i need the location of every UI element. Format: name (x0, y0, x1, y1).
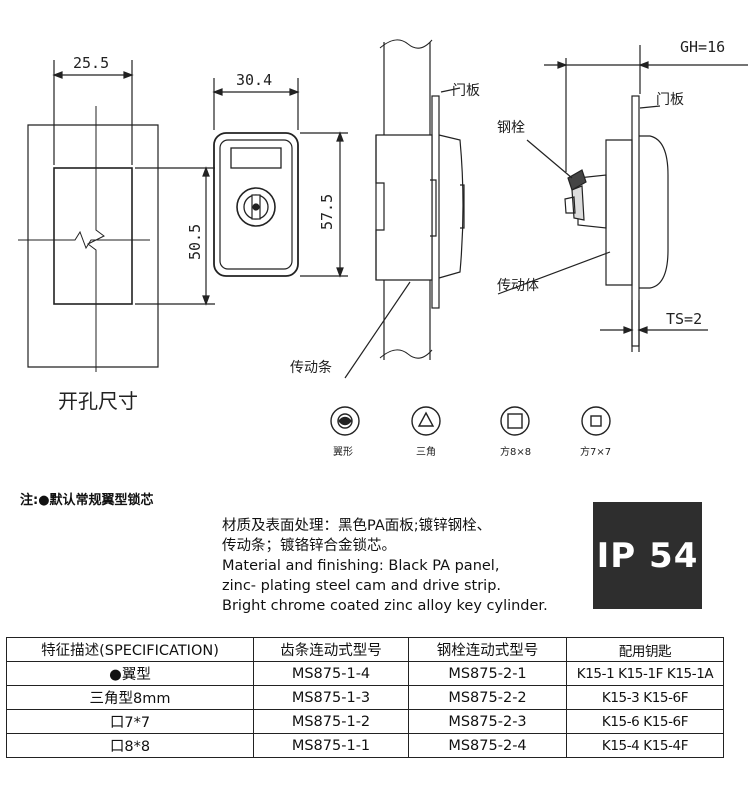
square-7-core-icon (581, 406, 611, 436)
front-height-dim: 57.5 (318, 194, 336, 230)
front-width-dim: 30.4 (236, 71, 272, 89)
core-label-square7: 方7×7 (580, 445, 611, 458)
cell-key: K15-1 K15-1F K15-1A (566, 661, 724, 686)
cell-rack-model: MS875-1-2 (253, 709, 409, 734)
cell-bolt-model: MS875-2-4 (408, 733, 567, 758)
cell-bolt-model: MS875-2-3 (408, 709, 567, 734)
header-rack-model: 齿条连动式型号 (253, 637, 409, 662)
ip-rating-badge: IP 54 (593, 502, 702, 609)
header-bolt-model: 钢栓连动式型号 (408, 637, 567, 662)
bolt-label: 钢栓 (497, 120, 525, 136)
body-label: 传动体 (497, 278, 539, 294)
table-header-row: 特征描述(SPECIFICATION) 齿条连动式型号 钢栓连动式型号 配用钥匙 (6, 637, 724, 662)
wing-core-icon (330, 406, 360, 436)
material-cn-line1: 材质及表面处理：黑色PA面板;镀锌钢栓、 (222, 518, 492, 534)
cell-rack-model: MS875-1-3 (253, 685, 409, 710)
header-spec: 特征描述(SPECIFICATION) (6, 637, 254, 662)
table-row: ●翼型 MS875-1-4 MS875-2-1 K15-1 K15-1F K15… (6, 661, 724, 686)
strip-label: 传动条 (290, 359, 332, 376)
material-cn-line2: 传动条；镀铬锌合金锁芯。 (222, 538, 396, 554)
cutout-width-dim: 25.5 (73, 54, 109, 72)
gh-dim: GH=16 (680, 38, 725, 56)
material-en-line3: Bright chrome coated zinc alloy key cyli… (222, 598, 548, 614)
front-view (212, 78, 348, 278)
triangle-core-icon (411, 406, 441, 436)
cell-bolt-model: MS875-2-2 (408, 685, 567, 710)
cutout-height-dim: 50.5 (186, 224, 204, 260)
material-en-line2: zinc- plating steel cam and drive strip. (222, 578, 502, 594)
cell-spec: 三角型8mm (6, 685, 254, 710)
panel-label-2: 门板 (656, 92, 684, 108)
cell-spec: ●翼型 (6, 661, 254, 686)
material-description: 材质及表面处理：黑色PA面板;镀锌钢栓、 传动条；镀铬锌合金锁芯。 Materi… (222, 516, 582, 616)
technical-drawing: 25.5 50.5 30.4 57.5 门板 传动条 GH=16 门板 钢栓 传… (18, 38, 748, 458)
cell-key: K15-4 K15-4F (566, 733, 724, 758)
cutout-view (18, 60, 215, 372)
spec-table: 特征描述(SPECIFICATION) 齿条连动式型号 钢栓连动式型号 配用钥匙… (6, 637, 724, 758)
default-core-note: 注:●默认常规翼型锁芯 (20, 493, 154, 508)
cell-key: K15-3 K15-6F (566, 685, 724, 710)
cell-key: K15-6 K15-6F (566, 709, 724, 734)
core-label-triangle: 三角 (416, 446, 436, 458)
square-8-core-icon (500, 406, 530, 436)
cell-spec: 口8*8 (6, 733, 254, 758)
material-en-line1: Material and finishing: Black PA panel, (222, 558, 500, 574)
cutout-caption: 开孔尺寸 (58, 389, 138, 413)
cell-rack-model: MS875-1-1 (253, 733, 409, 758)
header-key: 配用钥匙 (566, 637, 724, 662)
cell-rack-model: MS875-1-4 (253, 661, 409, 686)
side-view-bolt (497, 45, 748, 352)
panel-label-1: 门板 (452, 83, 480, 99)
cell-bolt-model: MS875-2-1 (408, 661, 567, 686)
table-row: 口8*8 MS875-1-1 MS875-2-4 K15-4 K15-4F (6, 733, 724, 758)
core-label-square8: 方8×8 (500, 445, 531, 458)
cell-spec: 口7*7 (6, 709, 254, 734)
side-view-rack (344, 39, 465, 379)
ts-dim: TS=2 (666, 310, 702, 328)
table-row: 三角型8mm MS875-1-3 MS875-2-2 K15-3 K15-6F (6, 685, 724, 710)
table-row: 口7*7 MS875-1-2 MS875-2-3 K15-6 K15-6F (6, 709, 724, 734)
core-label-wing: 翼形 (333, 446, 353, 458)
